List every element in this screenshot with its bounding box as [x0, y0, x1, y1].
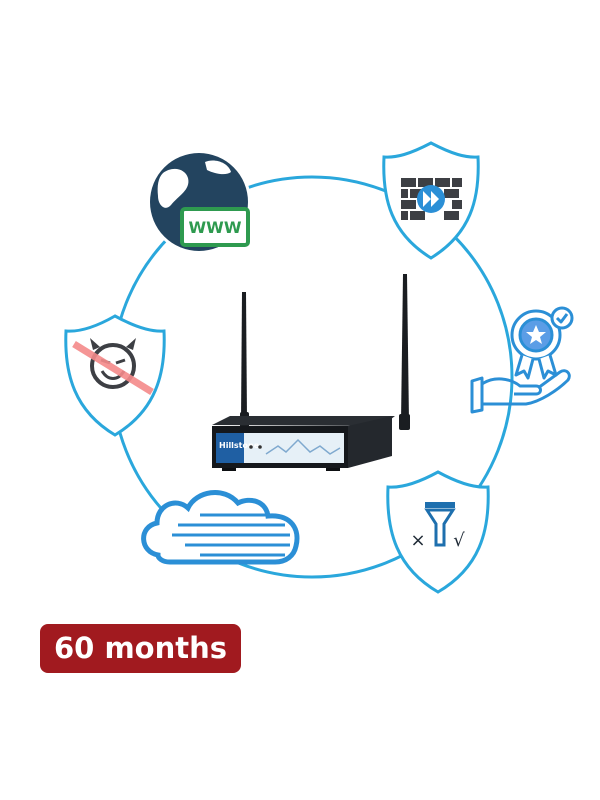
device-brand-label: Hillstone	[219, 441, 260, 450]
firewall-shield-icon	[382, 141, 480, 260]
filter-accept-mark: √	[453, 530, 465, 551]
filter-reject-mark: ×	[410, 530, 425, 551]
cloud-icon	[141, 489, 300, 565]
award-hand-icon	[470, 306, 574, 414]
blocked-devil-shield-icon	[64, 314, 166, 437]
svg-text:WWW: WWW	[189, 218, 242, 237]
subscription-duration-badge: 60 months	[40, 624, 242, 673]
firewall-device: Hillstone	[212, 274, 410, 471]
globe-www-icon: WWW	[147, 150, 251, 254]
filter-shield-icon: × √	[386, 470, 490, 594]
